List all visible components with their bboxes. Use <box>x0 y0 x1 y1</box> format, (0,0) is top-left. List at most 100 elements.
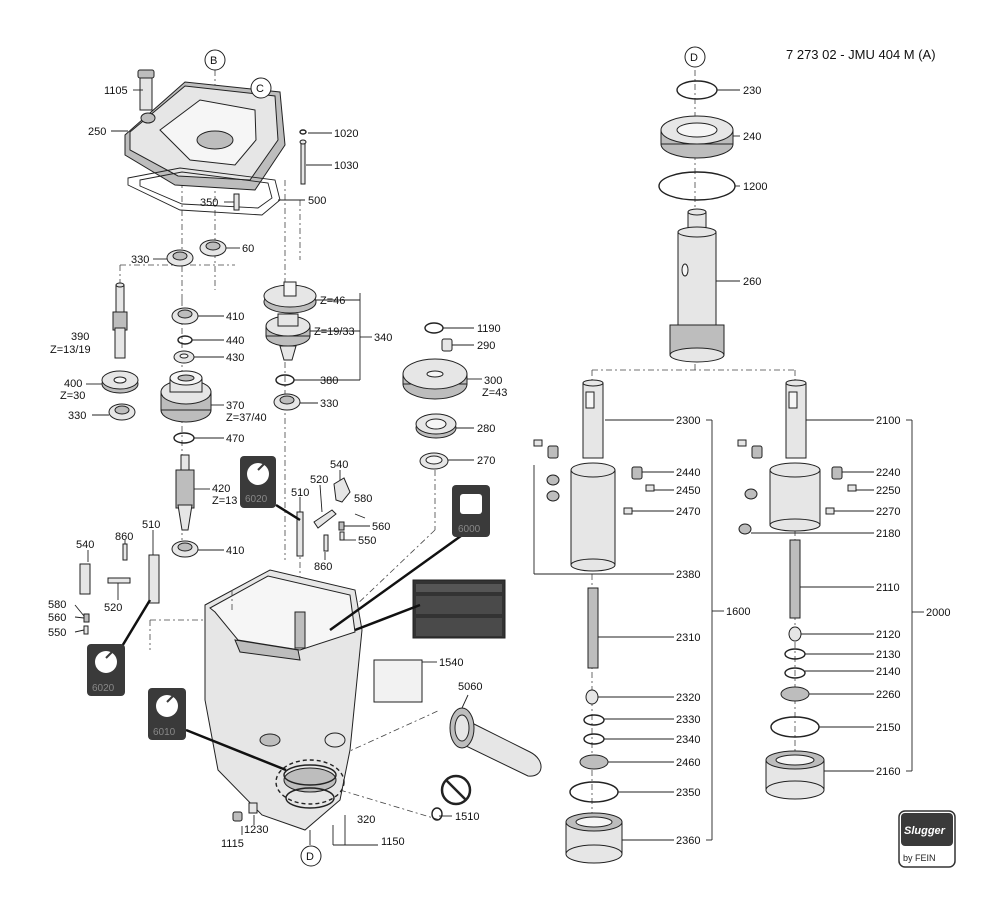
label-1150: 1150 <box>381 836 405 848</box>
pin-1030 <box>299 129 307 185</box>
washer-430 <box>173 350 195 364</box>
label-2320: 2320 <box>676 692 700 704</box>
sleeve-2360 <box>565 812 623 864</box>
label-2360: 2360 <box>676 835 700 847</box>
gear-400 <box>101 370 139 394</box>
label-2110: 2110 <box>876 582 900 594</box>
bearing-330-left <box>108 403 136 421</box>
label-1510: 1510 <box>455 811 479 823</box>
label-2130: 2130 <box>876 649 900 661</box>
washer-440 <box>177 335 193 345</box>
key-290 <box>441 338 453 352</box>
label-580: 580 <box>48 599 66 611</box>
label-540: 540 <box>330 459 348 471</box>
label-2150: 2150 <box>876 722 900 734</box>
parts-2320-2460 <box>569 689 619 803</box>
bearing-330-top <box>166 249 194 267</box>
label-240: 240 <box>743 131 761 143</box>
spindle-260 <box>669 208 725 363</box>
label-1115: 1115 <box>221 838 244 850</box>
bearing-410-top <box>171 307 199 325</box>
label-330: 330 <box>320 398 338 410</box>
pinion-shaft-390 <box>112 282 128 359</box>
label-510: 510 <box>291 487 309 499</box>
label-1030: 1030 <box>334 160 358 172</box>
label-470: 470 <box>226 433 244 445</box>
label-560: 560 <box>48 612 66 624</box>
leader-lines <box>74 89 924 846</box>
handle-parts-left <box>79 543 160 635</box>
gear-z19-33 <box>265 313 311 361</box>
label-2000: 2000 <box>926 607 950 619</box>
bearing-240 <box>660 115 734 159</box>
gasket-500 <box>127 167 281 216</box>
label-2300: 2300 <box>676 415 700 427</box>
bearing-330-center <box>273 393 301 411</box>
label-510: 510 <box>142 519 160 531</box>
label-1540: 1540 <box>439 657 463 669</box>
part-labels: 1105 250 1020 1030 350 500 330 60 390 Z=… <box>48 85 950 850</box>
label-1020: 1020 <box>334 128 358 140</box>
label-2310: 2310 <box>676 632 700 644</box>
svg-text:D: D <box>690 52 698 64</box>
label-2460: 2460 <box>676 757 700 769</box>
bearing-410-bottom <box>171 540 199 558</box>
label-390-z: Z=13/19 <box>50 344 91 356</box>
grease-badge-3: 6020 <box>87 644 125 696</box>
grease-badge-2: 6000 <box>452 485 490 537</box>
ring-1200 <box>658 171 736 201</box>
label-2470: 2470 <box>676 506 700 518</box>
tool-holder-2300 <box>570 379 616 572</box>
label-860: 860 <box>115 531 133 543</box>
label-500: 500 <box>308 195 326 207</box>
seal-270 <box>419 452 449 470</box>
label-350: 350 <box>200 197 218 209</box>
badge-code: 6020 <box>92 683 115 694</box>
label-430: 430 <box>226 352 244 364</box>
screws-1115-1230 <box>232 802 258 822</box>
drive-shaft-420 <box>175 454 195 531</box>
badge-code: 6010 <box>153 727 176 738</box>
label-2260: 2260 <box>876 689 900 701</box>
handle-parts-center <box>296 477 366 557</box>
label-340: 340 <box>374 332 392 344</box>
sticker-1540 <box>373 579 506 703</box>
label-540: 540 <box>76 539 94 551</box>
label-270: 270 <box>477 455 495 467</box>
badge-code: 6000 <box>458 524 481 535</box>
label-300-z: Z=43 <box>482 387 507 399</box>
gear-z46 <box>263 281 317 314</box>
label-2340: 2340 <box>676 734 700 746</box>
label-2240: 2240 <box>876 467 900 479</box>
label-380: 380 <box>320 375 338 387</box>
label-230: 230 <box>743 85 761 97</box>
label-860: 860 <box>314 561 332 573</box>
label-1600: 1600 <box>726 606 750 618</box>
lock-parts-2240-2270 <box>737 439 857 535</box>
label-2330: 2330 <box>676 714 700 726</box>
brand-logo: Slugger by FEIN <box>898 810 956 868</box>
pin-350 <box>233 193 240 211</box>
tool-holder-2100 <box>769 379 821 532</box>
label-2100: 2100 <box>876 415 900 427</box>
label-370: 370 <box>226 400 244 412</box>
callout-b: B <box>204 49 226 71</box>
bearing-60 <box>199 239 227 257</box>
label-5060: 5060 <box>458 681 482 693</box>
logo-brand: Slugger <box>904 825 946 837</box>
label-1230: 1230 <box>244 824 268 836</box>
label-330: 330 <box>68 410 86 422</box>
grease-badge-4: 6010 <box>148 688 186 740</box>
callout-c: C <box>250 77 272 99</box>
label-550: 550 <box>358 535 376 547</box>
label-280: 280 <box>477 423 495 435</box>
grease-leaders <box>119 503 473 772</box>
label-420: 420 <box>212 483 230 495</box>
label-290: 290 <box>477 340 495 352</box>
gear-300 <box>402 358 468 400</box>
main-housing <box>204 569 363 831</box>
lock-parts-2440-2470 <box>533 439 655 515</box>
spring-2110 <box>789 539 801 619</box>
label-330: 330 <box>131 254 149 266</box>
label-z19-33: Z=19/33 <box>314 326 355 338</box>
